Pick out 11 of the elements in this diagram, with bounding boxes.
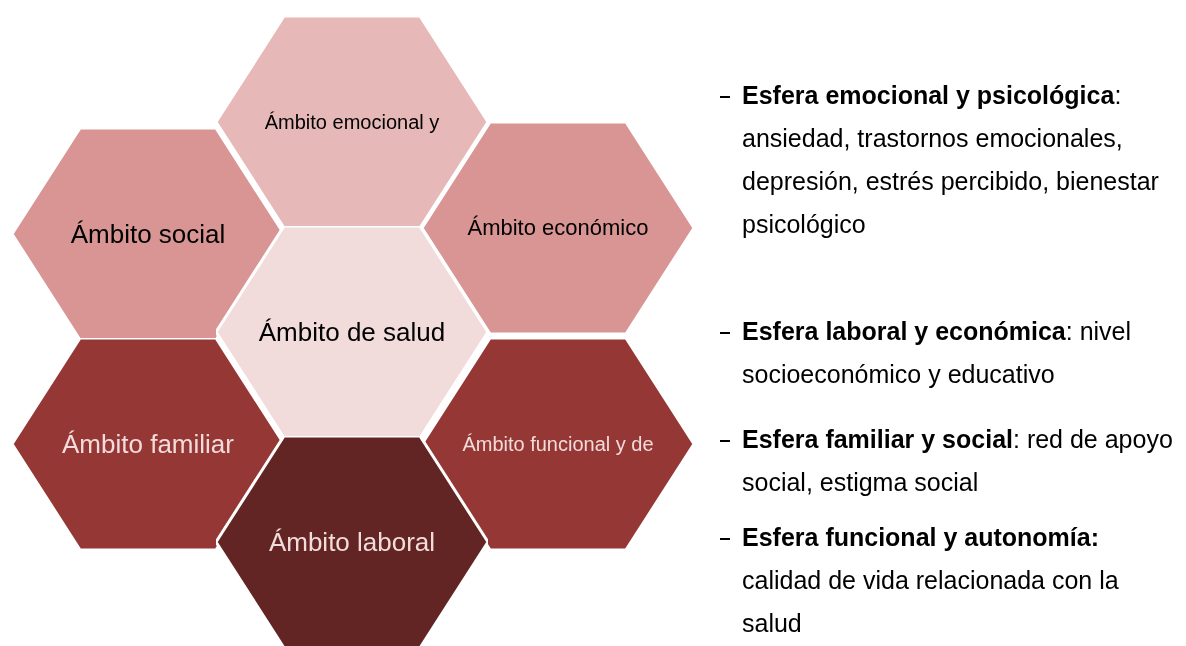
list-item-text: Esfera funcional y autonomía: calidad de vida relacionada con la salud xyxy=(742,522,1120,639)
hexagon-label: Ámbito laboral xyxy=(268,526,436,559)
hexagon-label: Ámbito económico xyxy=(467,214,649,242)
hexagon-label: Ámbito social xyxy=(70,218,226,251)
hexagon-label: Ámbito de salud xyxy=(258,316,446,349)
list-item-text: Esfera emocional y psicológica: ansiedad, trastornos emocionales, depresión, estrés percibido, bienestar psicológico xyxy=(742,80,1160,240)
hexagon-label: Ámbito emocional y xyxy=(264,110,440,135)
hexagon-label: Ámbito familiar xyxy=(62,428,234,461)
list-item-text: Esfera familiar y social: red de apoyo social, estigma social xyxy=(742,424,1174,498)
hexagon-label: Ámbito funcional y de xyxy=(462,432,654,457)
list-item-text: Esfera laboral y económica: nivel socioeconómico y educativo xyxy=(742,316,1133,390)
